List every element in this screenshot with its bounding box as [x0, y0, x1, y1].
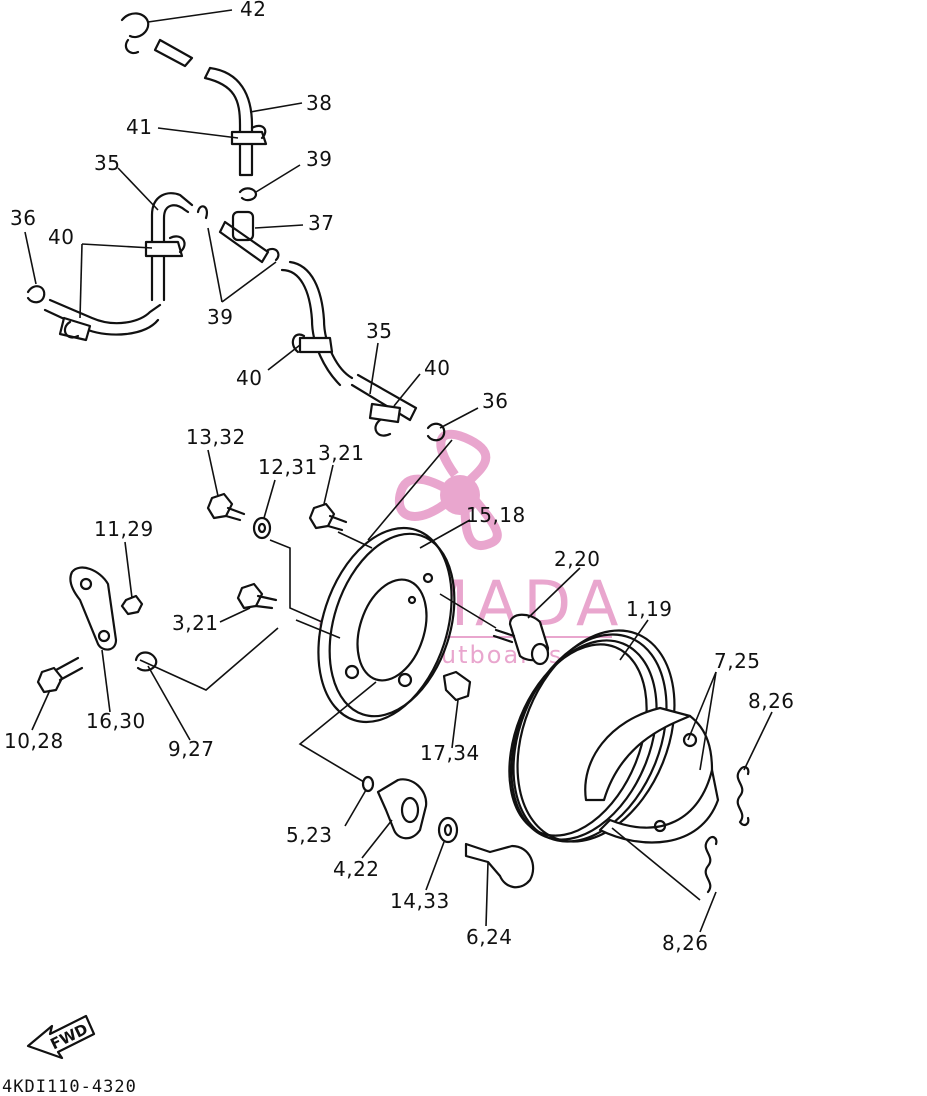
joint-37: [218, 210, 270, 264]
callout-16-30: 16,30: [86, 709, 146, 733]
callout-36b: 36: [482, 389, 508, 413]
callout-7-25: 7,25: [714, 649, 761, 673]
callout-3-21b: 3,21: [172, 611, 219, 635]
callout-35a: 35: [94, 151, 120, 175]
callout-36a: 36: [10, 206, 36, 230]
callout-40b: 40: [236, 366, 262, 390]
oring-5-23: [361, 775, 375, 793]
propeller-hub-icon: [440, 475, 480, 515]
hose-clip-42: [120, 12, 150, 55]
bolt-10-28: [36, 656, 84, 694]
callout-39b: 39: [207, 305, 233, 329]
spring-washer-9-27: [134, 651, 158, 672]
callout-15-18: 15,18: [466, 503, 526, 527]
diagram-code: 4KDI110-4320: [2, 1077, 137, 1096]
hose-clamp-40b: [291, 333, 334, 354]
cam-shaft-4-22: [376, 778, 428, 840]
callout-37: 37: [308, 211, 334, 235]
washer-12-31: [252, 516, 272, 540]
callout-6-24: 6,24: [466, 925, 513, 949]
callout-2-20: 2,20: [554, 547, 601, 571]
clip-36b: [426, 422, 446, 442]
callout-40c: 40: [424, 356, 450, 380]
bolt-3-21a: [308, 502, 348, 532]
callout-38: 38: [306, 91, 332, 115]
callout-labels: 42 38 41 39 35 37 36 40 39 40 35 40 36 1…: [4, 0, 795, 955]
bolt-3-21b: [236, 582, 278, 610]
callout-4-22: 4,22: [333, 857, 380, 881]
hose-35b: [280, 260, 418, 422]
brake-lever-6-24: [464, 842, 535, 889]
bolt-13-32: [206, 492, 246, 522]
callout-5-23: 5,23: [286, 823, 333, 847]
hose-clamp-40c: [368, 402, 402, 437]
callout-41: 41: [126, 115, 152, 139]
hose-left-40: [43, 298, 162, 342]
callout-10-28: 10,28: [4, 729, 64, 753]
spring-8-26a: [736, 765, 750, 827]
cam-2-20: [492, 613, 550, 666]
callout-42: 42: [240, 0, 266, 21]
bolt-17-34: [442, 670, 472, 702]
callout-12-31: 12,31: [258, 455, 318, 479]
callout-3-21a: 3,21: [318, 441, 365, 465]
hose-38: [153, 38, 254, 177]
callout-39a: 39: [306, 147, 332, 171]
callout-13-32: 13,32: [186, 425, 246, 449]
callout-11-29: 11,29: [94, 517, 154, 541]
nut-11-29: [120, 594, 144, 616]
lever-16-30: [69, 566, 118, 651]
callout-9-27: 9,27: [168, 737, 215, 761]
leader-lines: [24, 9, 773, 933]
clip-39b: [196, 205, 280, 262]
propeller-logo-icon: [394, 429, 502, 550]
backing-plate-15-18: [317, 526, 456, 724]
callout-8-26b: 8,26: [662, 931, 709, 955]
hose-35a: [150, 192, 194, 302]
callout-14-33: 14,33: [390, 889, 450, 913]
washer-14-33: [437, 816, 459, 844]
clip-36a: [26, 285, 46, 304]
callout-35b: 35: [366, 319, 392, 343]
hose-clamp-41: [230, 124, 268, 146]
brake-drum-1-19: [508, 629, 676, 843]
fwd-arrow-icon: FWD: [26, 1014, 96, 1060]
callout-17-34: 17,34: [420, 741, 480, 765]
spring-8-26b: [704, 835, 718, 894]
brake-shoes-7-25: [584, 706, 720, 844]
callout-8-26a: 8,26: [748, 689, 795, 713]
hose-clamp-40a: [144, 235, 186, 258]
callout-1-19: 1,19: [626, 597, 673, 621]
clip-39a: [238, 187, 258, 202]
callout-40a: 40: [48, 225, 74, 249]
